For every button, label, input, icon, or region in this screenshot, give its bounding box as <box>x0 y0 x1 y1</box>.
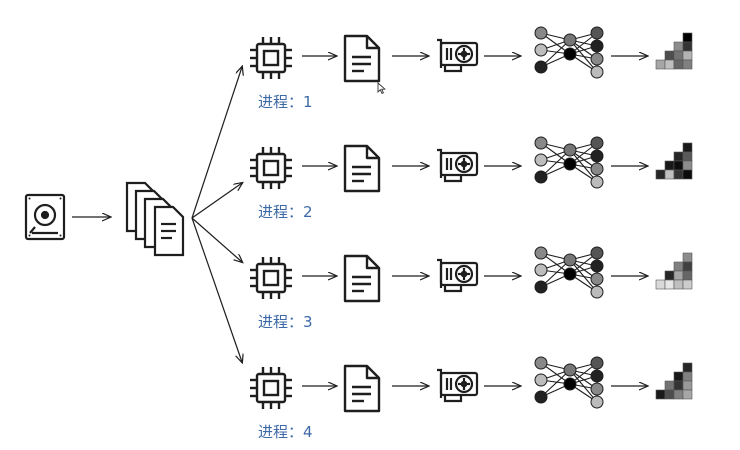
heatmap-cell <box>673 160 684 171</box>
heatmap-cell <box>664 160 675 171</box>
heatmap-cell <box>664 270 675 281</box>
heatmap-cell <box>664 169 675 180</box>
process-label-2: 进程：2 <box>258 203 313 221</box>
process-label-4: 进程：4 <box>258 423 313 441</box>
heatmap-cell <box>655 279 666 290</box>
heatmap-cell <box>682 142 693 153</box>
heatmap-cell <box>673 279 684 290</box>
heatmap-cell <box>664 50 675 61</box>
heatmap-cell <box>682 380 693 391</box>
heatmap-cell <box>682 151 693 162</box>
neural-network-icon <box>534 136 604 189</box>
heatmap-cell <box>682 169 693 180</box>
heatmap-cell <box>673 270 684 281</box>
cpu-icon <box>250 147 292 189</box>
heatmap-cell <box>655 169 666 180</box>
heatmap-cell <box>664 279 675 290</box>
heatmap-cell <box>673 261 684 272</box>
process-label-3: 进程：3 <box>258 313 313 331</box>
heatmap-cell <box>655 59 666 70</box>
heatmap-cell <box>673 389 684 400</box>
gpu-icon <box>437 258 479 293</box>
document-icon <box>343 34 381 83</box>
document-icon <box>343 364 381 413</box>
process-row-2: 进程：2 <box>250 136 693 221</box>
heatmap-cell <box>682 362 693 373</box>
heatmap-cell <box>664 380 675 391</box>
cpu-icon <box>250 257 292 299</box>
process-row-3: 进程：3 <box>250 246 693 331</box>
stacked-files-icon <box>125 181 185 257</box>
neural-network-icon <box>534 26 604 79</box>
heatmap-cell <box>682 270 693 281</box>
heatmap-cell <box>682 261 693 272</box>
fan-out-arrows <box>191 67 242 362</box>
gpu-icon <box>437 368 479 403</box>
heatmap-cell <box>673 371 684 382</box>
heatmap-cell <box>673 50 684 61</box>
heatmap-cell <box>655 389 666 400</box>
heatmap-cell <box>682 371 693 382</box>
heatmap-cell <box>673 380 684 391</box>
heatmap-cell <box>664 59 675 70</box>
mouse-cursor-icon <box>377 82 387 94</box>
heatmap-output-icon <box>655 252 693 290</box>
gpu-icon <box>437 148 479 183</box>
heatmap-cell <box>682 389 693 400</box>
process-row-1: 进程：1 <box>250 26 693 111</box>
cpu-icon <box>250 367 292 409</box>
document-icon <box>343 144 381 193</box>
neural-network-icon <box>534 246 604 299</box>
document-icon <box>343 254 381 303</box>
process-row-4: 进程：4 <box>250 356 693 441</box>
heatmap-cell <box>682 160 693 171</box>
heatmap-cell <box>682 32 693 43</box>
heatmap-output-icon <box>655 362 693 400</box>
heatmap-cell <box>682 50 693 61</box>
heatmap-cell <box>673 41 684 52</box>
heatmap-cell <box>673 151 684 162</box>
cpu-icon <box>250 37 292 79</box>
heatmap-output-icon <box>655 32 693 70</box>
heatmap-cell <box>682 279 693 290</box>
hard-drive-icon <box>24 193 66 241</box>
heatmap-cell <box>664 389 675 400</box>
heatmap-output-icon <box>655 142 693 180</box>
heatmap-cell <box>682 59 693 70</box>
process-label-1: 进程：1 <box>258 93 313 111</box>
heatmap-cell <box>673 169 684 180</box>
heatmap-cell <box>673 59 684 70</box>
heatmap-cell <box>682 41 693 52</box>
heatmap-cell <box>682 252 693 263</box>
gpu-icon <box>437 38 479 73</box>
neural-network-icon <box>534 356 604 409</box>
